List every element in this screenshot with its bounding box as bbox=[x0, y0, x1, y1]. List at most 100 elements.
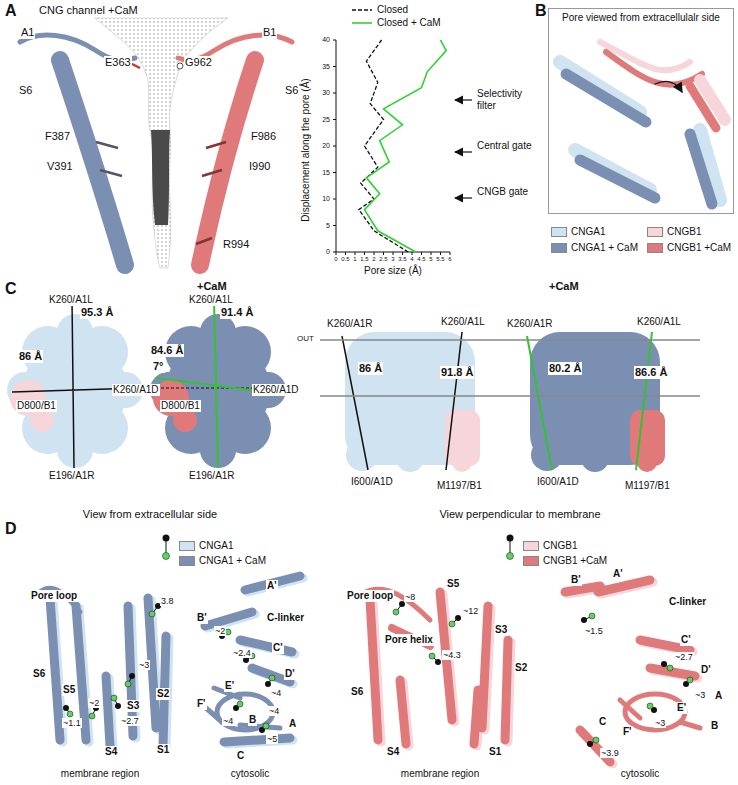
helix-label: A bbox=[288, 718, 297, 730]
ribbon-cnga1 bbox=[50, 576, 300, 746]
axis-tick bbox=[450, 252, 451, 255]
legend-item: Closed bbox=[350, 4, 409, 15]
tick-label: 1 bbox=[352, 256, 357, 263]
helix-label: B' bbox=[196, 612, 208, 624]
domain-label: Pore helix bbox=[384, 634, 434, 646]
chain-label: B1 bbox=[262, 26, 277, 39]
residue-label: I600/A1D bbox=[536, 476, 580, 488]
surface-top-view bbox=[30, 408, 54, 432]
tick-label: 5 bbox=[325, 222, 331, 230]
helix-label: S6 bbox=[350, 686, 364, 698]
displacement-dot-after bbox=[263, 723, 269, 729]
annotation-arrow bbox=[455, 99, 472, 100]
axis-tick bbox=[393, 252, 394, 255]
pore-profile-plot bbox=[333, 40, 450, 255]
displacement-dot-after bbox=[125, 681, 131, 687]
surface-side-view bbox=[320, 340, 700, 396]
pore-illustration bbox=[151, 130, 170, 225]
pore-top-view bbox=[580, 160, 655, 198]
helix-label: S1 bbox=[488, 746, 502, 758]
legend-text: CNGB1 bbox=[543, 540, 577, 551]
pore-illustration bbox=[200, 60, 255, 265]
tick-label: 6 bbox=[447, 256, 452, 263]
axis-tick bbox=[333, 40, 336, 41]
shift-value: ~1.1 bbox=[62, 718, 82, 728]
axis-title: Pore size (Å) bbox=[363, 265, 423, 277]
ribbon-cnga1 bbox=[40, 576, 303, 748]
legend-line-sample bbox=[351, 19, 373, 27]
residue-label: E196/A1R bbox=[48, 470, 96, 482]
helix-label: S2 bbox=[156, 688, 170, 700]
displacement-dot-after bbox=[687, 677, 693, 683]
displacement-dot-before bbox=[455, 615, 461, 621]
tick-label: 0 bbox=[325, 248, 331, 256]
displacement-dot-before bbox=[435, 659, 441, 665]
legend-line bbox=[352, 22, 372, 24]
helix-label: S3 bbox=[494, 624, 508, 636]
legend-text: CNGB1 bbox=[667, 226, 701, 237]
surface-top-view bbox=[57, 432, 93, 468]
displacement-dot-after bbox=[149, 611, 155, 617]
residue-label: E363 bbox=[104, 56, 132, 69]
displacement-dot-after bbox=[237, 701, 243, 707]
legend-item: CNGB1 +CaM bbox=[646, 242, 732, 253]
domain-label: C-linker bbox=[266, 612, 305, 624]
ribbon-cnga1 bbox=[50, 598, 166, 746]
residue-label: K260/A1L bbox=[636, 316, 682, 328]
axis-tick bbox=[333, 172, 336, 173]
legend-text: CNGA1 + CaM bbox=[571, 242, 638, 253]
shift-value: ~12 bbox=[462, 606, 479, 616]
panel-letter: C bbox=[4, 280, 18, 298]
helix-label: S5 bbox=[62, 684, 76, 696]
legend-text: CNGB1 +CaM bbox=[543, 555, 607, 566]
pore-illustration bbox=[20, 18, 292, 268]
residue-label: E196/A1R bbox=[188, 470, 236, 482]
residue-label: K260/A1R bbox=[326, 318, 374, 330]
region-caption: cytosolic bbox=[230, 768, 270, 780]
tick-label: 25 bbox=[321, 116, 331, 124]
legend-swatch bbox=[179, 541, 195, 551]
legend-item: CNGB1 +CaM bbox=[522, 555, 608, 566]
residue-label: V391 bbox=[46, 160, 74, 173]
shift-value: ~2.4 bbox=[232, 648, 252, 658]
residue-label: K260/A1L bbox=[188, 294, 234, 306]
panel-letter: A bbox=[4, 2, 18, 20]
annotation: Central gate bbox=[476, 140, 534, 152]
ribbon-cnga1 bbox=[206, 688, 280, 728]
panel-frame: Pore viewed from extracellulalr side bbox=[548, 8, 734, 214]
legend-item: Closed + CaM bbox=[350, 17, 442, 28]
angle: 7° bbox=[152, 360, 165, 373]
region-caption: membrane region bbox=[60, 768, 140, 780]
pore-illustration bbox=[177, 63, 183, 69]
pore-top-view bbox=[690, 134, 712, 204]
ribbon-cngb1 bbox=[362, 589, 700, 730]
figure-title: CNG channel +CaM bbox=[38, 4, 139, 17]
shift-value: ~3 bbox=[694, 690, 706, 700]
axis-tick bbox=[355, 252, 356, 255]
displacement-dot-before bbox=[63, 705, 69, 711]
surface-side-view bbox=[342, 332, 462, 470]
ribbon-cngb1 bbox=[362, 580, 700, 764]
shift-value: ~3 bbox=[654, 718, 666, 728]
surface-side-view bbox=[637, 452, 657, 472]
ribbon-cnga1 bbox=[205, 576, 300, 742]
legend-swatch bbox=[647, 243, 663, 253]
surface-top-view bbox=[200, 314, 236, 350]
axis-tick bbox=[402, 252, 403, 255]
shift-value: ~2.7 bbox=[674, 652, 694, 662]
legend-text: Closed + CaM bbox=[377, 17, 441, 28]
helix-label: A' bbox=[266, 580, 278, 592]
helix-label: C' bbox=[680, 634, 692, 646]
view-caption: View from extracellular side bbox=[82, 508, 218, 521]
condition-label: +CaM bbox=[196, 280, 228, 293]
helix-label: F' bbox=[196, 698, 207, 710]
helix-label: A bbox=[714, 690, 723, 702]
tick-label: 10 bbox=[321, 195, 331, 203]
helix-label: S5 bbox=[446, 578, 460, 590]
helix-label: B bbox=[248, 714, 257, 726]
tick-label: 5 bbox=[428, 256, 433, 263]
helix-label: S4 bbox=[104, 746, 118, 758]
pore-illustration bbox=[96, 142, 122, 176]
ribbon-cngb1 bbox=[370, 592, 508, 744]
tick-label: 15 bbox=[321, 169, 331, 177]
